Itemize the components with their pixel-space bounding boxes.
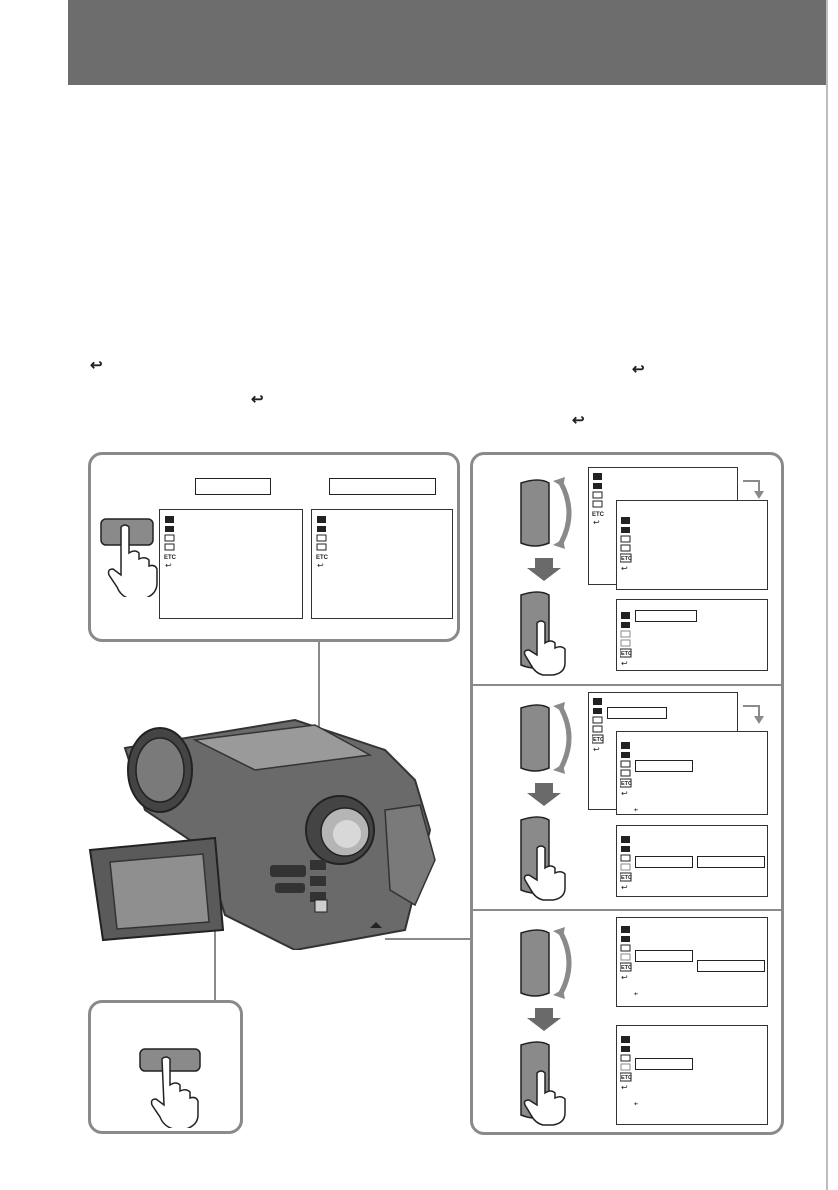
value-box bbox=[635, 760, 693, 772]
control-dial-illustration bbox=[520, 702, 572, 901]
svg-text:↩: ↩ bbox=[621, 564, 628, 573]
menu-screen: ETC ↩ ↩ bbox=[616, 1025, 768, 1125]
return-icon: ↩ bbox=[632, 361, 645, 378]
menu-button-press-illustration bbox=[100, 518, 158, 597]
value-box bbox=[607, 707, 667, 719]
svg-text:ETC: ETC bbox=[316, 555, 329, 561]
svg-text:↩: ↩ bbox=[621, 789, 628, 798]
menu-screen: ETC ↩ bbox=[616, 825, 768, 897]
svg-text:ETC: ETC bbox=[621, 651, 632, 657]
connector-line bbox=[214, 905, 216, 1001]
menu-screen: ETC ↩ bbox=[616, 500, 768, 590]
svg-text:↩: ↩ bbox=[634, 1100, 638, 1108]
menu-icon-column: ETC ↩ bbox=[620, 836, 632, 892]
svg-text:ETC: ETC bbox=[621, 965, 632, 971]
header-band bbox=[68, 0, 828, 85]
menu-icon-column: ETC ↩ ↩ bbox=[620, 926, 638, 998]
value-box bbox=[635, 950, 693, 962]
camcorder-illustration bbox=[88, 718, 436, 950]
svg-text:ETC: ETC bbox=[621, 1075, 632, 1081]
button-press-illustration bbox=[139, 1048, 201, 1128]
menu-screen: ETC ↩ bbox=[311, 509, 453, 619]
svg-text:↩: ↩ bbox=[621, 883, 628, 892]
return-icon: ↩ bbox=[251, 391, 264, 408]
value-box bbox=[697, 960, 765, 972]
return-icon: ↩ bbox=[572, 412, 585, 429]
svg-text:↩: ↩ bbox=[593, 745, 600, 754]
svg-text:↩: ↩ bbox=[634, 990, 638, 998]
arrow-icon bbox=[743, 480, 764, 499]
menu-icon-column: ETC ↩ bbox=[620, 517, 632, 573]
menu-icon-column: ETC ↩ bbox=[316, 516, 329, 570]
menu-icon-column: ETC ↩ ↩ bbox=[620, 742, 638, 814]
svg-text:↩: ↩ bbox=[593, 518, 600, 527]
value-box bbox=[635, 856, 693, 868]
menu-button-panel: ETC ↩ ETC ↩ bbox=[88, 452, 460, 642]
menu-icon-column: ETC ↩ bbox=[592, 698, 604, 754]
menu-screen: ETC ↩ bbox=[159, 509, 303, 619]
control-dial-illustration bbox=[520, 477, 572, 676]
screen-label-box bbox=[195, 478, 271, 495]
svg-text:↩: ↩ bbox=[165, 561, 172, 570]
menu-icon-column: ETC ↩ ↩ bbox=[620, 1036, 638, 1108]
menu-screen: ETC ↩ bbox=[616, 599, 768, 671]
svg-text:ETC: ETC bbox=[592, 512, 605, 518]
svg-text:↩: ↩ bbox=[621, 973, 628, 982]
page-edge-line bbox=[826, 0, 828, 1190]
svg-text:ETC: ETC bbox=[621, 875, 632, 881]
menu-icon-column: ETC ↩ bbox=[620, 612, 632, 668]
control-dial-illustration bbox=[520, 927, 572, 1126]
menu-icon-column: ETC ↩ bbox=[592, 473, 605, 527]
svg-text:ETC: ETC bbox=[621, 781, 632, 787]
svg-text:ETC: ETC bbox=[164, 555, 177, 561]
svg-text:↩: ↩ bbox=[621, 659, 628, 668]
menu-screen: ETC ↩ ↩ bbox=[616, 917, 768, 1007]
svg-text:ETC: ETC bbox=[593, 737, 604, 743]
svg-text:ETC: ETC bbox=[621, 556, 632, 562]
steps-panel: ETC ↩ ETC ↩ ETC ↩ bbox=[470, 452, 784, 1135]
step-divider bbox=[473, 909, 781, 911]
value-box bbox=[635, 610, 697, 622]
menu-screen: ETC ↩ ↩ bbox=[616, 731, 768, 815]
screen-label-box bbox=[329, 478, 436, 495]
svg-text:↩: ↩ bbox=[621, 1083, 628, 1092]
connector-line bbox=[385, 938, 473, 940]
menu-icon-column: ETC ↩ bbox=[164, 516, 177, 570]
confirm-button-panel bbox=[88, 1000, 243, 1134]
arrow-icon bbox=[743, 705, 764, 724]
value-box bbox=[635, 1058, 693, 1070]
svg-text:↩: ↩ bbox=[317, 561, 324, 570]
svg-text:↩: ↩ bbox=[634, 806, 638, 814]
step-divider bbox=[473, 684, 781, 686]
return-icon: ↩ bbox=[90, 357, 103, 374]
value-box bbox=[697, 856, 765, 868]
